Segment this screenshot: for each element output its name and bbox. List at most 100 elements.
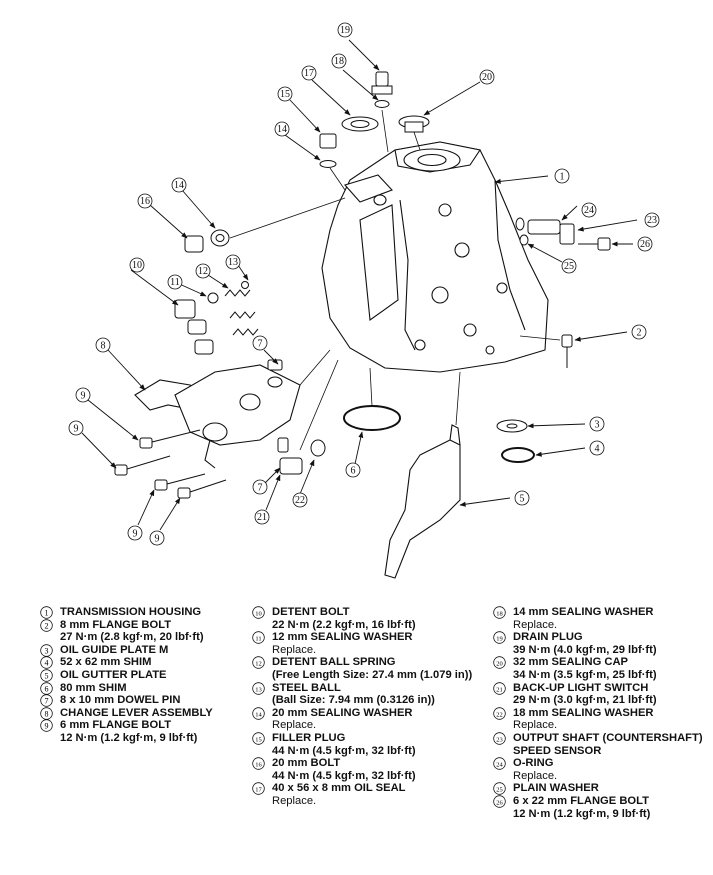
legend-part-name: 52 x 62 mm SHIM [60, 656, 152, 669]
legend-number-circle: 22 [493, 707, 506, 720]
legend-part-name: O-RING [513, 757, 554, 770]
legend-detail: Replace. [513, 719, 558, 732]
oil-gutter-plate-drawing [384, 424, 461, 579]
callout-22: 22 [295, 495, 305, 506]
callout-12: 12 [198, 266, 208, 277]
legend-part-name: STEEL BALL [272, 681, 341, 694]
legend-part-name: 32 mm SEALING CAP [513, 656, 629, 669]
svg-text:20: 20 [496, 661, 503, 668]
svg-text:11: 11 [255, 635, 261, 642]
callout-11: 11 [170, 277, 180, 288]
leader-arrow-21 [265, 474, 281, 511]
callout-1: 1 [560, 172, 565, 183]
legend-part-name: 20 mm SEALING WASHER [272, 706, 413, 719]
svg-text:21: 21 [496, 686, 503, 693]
svg-text:5: 5 [45, 671, 49, 680]
assembly-guide-lines [229, 109, 561, 451]
callout-18: 18 [334, 56, 344, 67]
legend-number-circle: 20 [493, 656, 506, 670]
callout-26: 26 [640, 239, 650, 250]
svg-text:3: 3 [45, 646, 49, 655]
callout-9: 9 [155, 534, 160, 545]
legend-part-name: 14 mm SEALING WASHER [513, 606, 654, 618]
legend-detail: Replace. [272, 794, 317, 807]
callout-circles [68, 22, 660, 546]
legend-detail: SPEED SENSOR [513, 744, 602, 757]
callout-9: 9 [133, 529, 138, 540]
legend-part-name: BACK-UP LIGHT SWITCH [513, 681, 649, 694]
small-parts-drawing [114, 71, 611, 499]
callout-14: 14 [174, 180, 184, 191]
callout-17: 17 [304, 68, 314, 79]
callout-7: 7 [258, 483, 263, 494]
legend-part-name: 20 mm BOLT [272, 757, 341, 770]
legend-number-circle: 14 [252, 707, 265, 720]
legend-detail: 12 N·m (1.2 kgf·m, 9 lbf·ft) [60, 731, 198, 744]
svg-text:1: 1 [45, 608, 49, 617]
legend-part-name: 8 x 10 mm DOWEL PIN [60, 694, 181, 707]
svg-text:8: 8 [45, 709, 49, 718]
svg-text:12: 12 [255, 661, 262, 668]
legend-detail: Replace. [513, 618, 558, 631]
legend-part-name: 6 mm FLANGE BOLT [60, 719, 172, 732]
callout-24: 24 [584, 205, 594, 216]
legend-detail: Replace. [272, 643, 317, 656]
svg-text:9: 9 [45, 722, 49, 731]
callout-15: 15 [280, 89, 290, 100]
svg-text:4: 4 [45, 659, 49, 668]
callout-4: 4 [595, 444, 600, 455]
callout-numbers: 1 2 3 4 5 6 7 7 8 9 9 9 9 10 11 12 13 16… [74, 25, 658, 545]
svg-text:23: 23 [496, 736, 503, 743]
legend-number-circle: 12 [252, 656, 265, 670]
svg-text:15: 15 [255, 736, 262, 743]
legend-detail: Replace. [513, 769, 558, 782]
callout-6: 6 [351, 466, 356, 477]
svg-text:18: 18 [496, 610, 503, 617]
legend-detail: 12 N·m (1.2 kgf·m, 9 lbf·ft) [513, 807, 651, 820]
legend-detail: (Ball Size: 7.94 mm (0.3126 in)) [272, 694, 435, 707]
svg-text:26: 26 [496, 799, 503, 806]
legend-part-name: OIL GUIDE PLATE M [60, 643, 169, 656]
legend-part-name: 18 mm SEALING WASHER [513, 706, 654, 719]
legend-detail: 29 N·m (3.0 kgf·m, 21 lbf·ft) [513, 694, 657, 707]
legend-number-circle: 25 [493, 782, 506, 796]
legend-number-circle: 19 [493, 631, 506, 644]
legend-detail: Replace. [272, 719, 317, 732]
legend-part-name: DETENT BALL SPRING [272, 656, 396, 669]
legend-number-circle: 18 [493, 606, 506, 619]
change-lever-assembly-drawing [134, 364, 301, 469]
legend-number-circle: 8 [40, 707, 53, 720]
legend-item: 13 STEEL BALL(Ball Size: 7.94 mm (0.3126 … [252, 682, 492, 707]
legend-number-circle: 6 [40, 681, 53, 695]
callout-14: 14 [277, 124, 287, 135]
legend-part-name: 80 mm SHIM [60, 681, 127, 694]
svg-text:14: 14 [255, 711, 262, 718]
callout-5: 5 [520, 494, 525, 505]
legend-part-name: 12 mm SEALING WASHER [272, 631, 413, 644]
svg-text:13: 13 [255, 686, 262, 693]
legend-number-circle: 5 [40, 669, 53, 682]
legend-part-name: DETENT BOLT [272, 606, 350, 618]
legend-number-circle: 17 [252, 782, 265, 796]
legend-part-name: FILLER PLUG [272, 731, 346, 744]
legend-number-circle: 4 [40, 656, 53, 670]
callout-9: 9 [74, 424, 79, 435]
legend-detail: 34 N·m (3.5 kgf·m, 25 lbf·ft) [513, 668, 657, 681]
callout-23: 23 [647, 215, 657, 226]
callout-16: 16 [140, 196, 150, 207]
